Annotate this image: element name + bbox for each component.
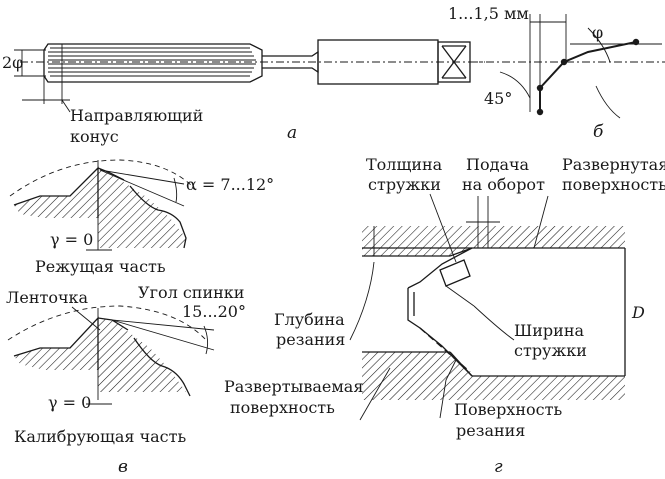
back-angle-label-line2: 15...20° bbox=[182, 302, 246, 321]
reamed-surface-label-line2: поверхность bbox=[562, 175, 665, 194]
calibrating-part-label: Калибрующая часть bbox=[14, 427, 186, 446]
reamer-fluted-body bbox=[43, 43, 263, 83]
reamed-surface-label-line1: Развернутая bbox=[562, 155, 665, 174]
guide-cone-label-line2: конус bbox=[70, 127, 119, 146]
chip-thickness-label-line1: Толщина bbox=[366, 155, 443, 174]
diameter-D-label: D bbox=[631, 303, 645, 322]
chip-thickness-label-line2: стружки bbox=[368, 175, 441, 194]
depth-of-cut-label-line1: Глубина bbox=[274, 310, 345, 329]
alpha-angle-label: α = 7...12° bbox=[186, 175, 274, 194]
reamer-chamfer-profile bbox=[539, 41, 637, 112]
cutting-surface-label-line2: резания bbox=[456, 421, 525, 440]
feed-label-line1: Подача bbox=[466, 155, 530, 174]
panel-a: 2φ Направляющий конус а bbox=[2, 39, 485, 146]
panel-b-caption: б bbox=[593, 122, 604, 142]
angle-phi-label: φ bbox=[592, 23, 603, 42]
gamma-zero-bottom-label: γ = 0 bbox=[48, 393, 91, 412]
chip-width-label-line2: стружки bbox=[514, 341, 587, 360]
cutting-surface-label-line1: Поверхность bbox=[454, 400, 562, 419]
panel-a-caption: а bbox=[287, 123, 297, 143]
angle-45-label: 45° bbox=[484, 89, 512, 108]
chip-width-label-line1: Ширина bbox=[514, 321, 584, 340]
land-label: Ленточка bbox=[6, 288, 89, 307]
gamma-zero-top-label: γ = 0 bbox=[50, 230, 93, 249]
cutting-part-label: Режущая часть bbox=[35, 257, 166, 276]
panel-g: Толщина стружки Подача на оборот Разверн… bbox=[224, 155, 665, 477]
panel-v: α = 7...12° γ = 0 Режущая часть Ленточка… bbox=[6, 159, 274, 477]
chamfer-width-dimension: 1...1,5 мм bbox=[448, 4, 529, 23]
guide-cone-label-line1: Направляющий bbox=[70, 106, 203, 125]
depth-of-cut-label-line2: резания bbox=[276, 330, 345, 349]
surface-to-ream-label-line2: поверхность bbox=[230, 398, 335, 417]
chip-section bbox=[439, 259, 471, 287]
back-angle-label-line1: Угол спинки bbox=[138, 283, 244, 302]
cutting-tooth-profile bbox=[97, 167, 187, 249]
feed-label-line2: на оборот bbox=[462, 175, 545, 194]
panel-g-caption: г bbox=[494, 457, 503, 477]
workpiece-upper-wall bbox=[362, 226, 625, 256]
surface-to-ream-label-line1: Развертываемая bbox=[224, 377, 363, 396]
panel-b: 1...1,5 мм 45° φ б bbox=[448, 4, 665, 142]
diameter-2phi-label: 2φ bbox=[2, 53, 23, 72]
reamer-chamfer-upper bbox=[407, 247, 473, 289]
panel-v-caption: в bbox=[118, 457, 128, 477]
